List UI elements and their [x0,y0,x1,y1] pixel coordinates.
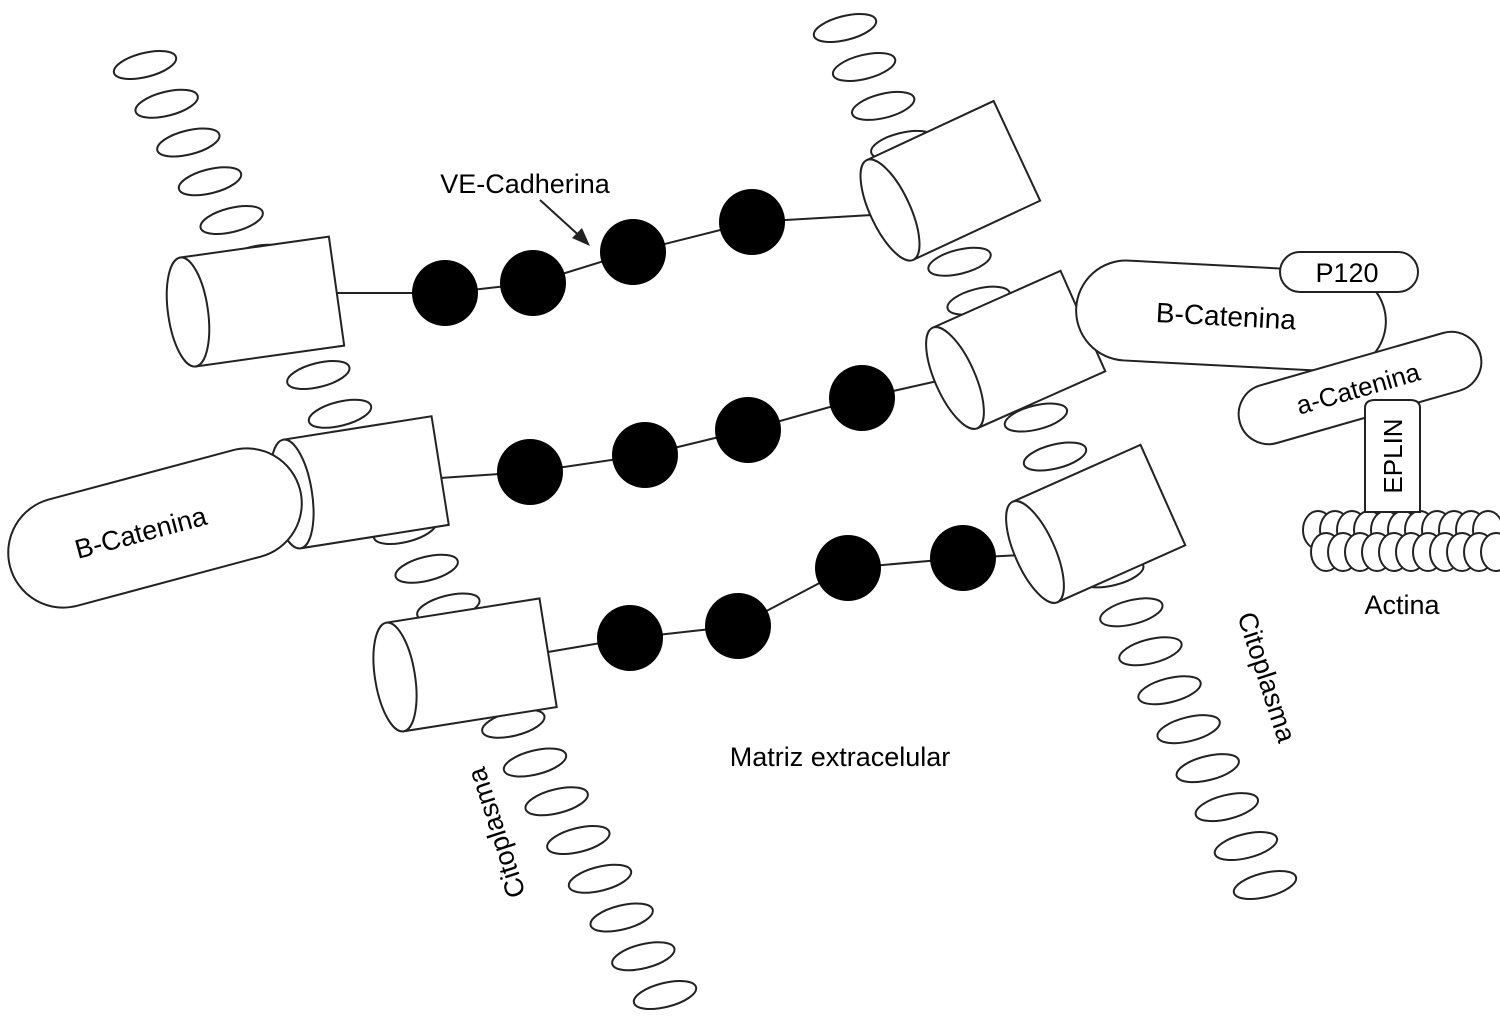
right-membrane-lipid [812,13,878,43]
cadherin-cytoplasmic-cylinder [165,235,346,368]
actina-label: Actina [1364,590,1440,620]
left-membrane-lipid [589,902,654,933]
left-membrane-lipid [177,166,243,197]
p120-label: P120 [1315,258,1378,288]
cadherin-ec-domain [715,397,781,463]
actin-monomer [1480,532,1500,572]
cadherin-ec-domain [612,422,678,488]
right-membrane-lipid [1213,831,1279,862]
arrow-head-icon [572,228,590,246]
eplin-label: EPLIN [1378,418,1408,493]
left-membrane-lipid [286,360,351,390]
cadherin-cytoplasmic-cylinder [1005,443,1187,604]
ve-cadherina-label: VE-Cadherina [440,169,611,199]
left-membrane-lipid [524,786,589,817]
b-catenina-left: B-Catenina [7,447,303,609]
right-membrane-lipid [1232,870,1298,900]
right-membrane-lipid [1003,402,1069,433]
actin-filament [1302,510,1500,572]
eplin: EPLIN [1364,399,1421,513]
left-membrane-lipid [632,980,698,1010]
cadherin-cylinders [165,99,1187,733]
cadherin-ec-domain [497,439,563,505]
cadherin-ec-domain [829,365,895,431]
left-membrane-lipid [307,398,373,429]
cadherin-ec-domain [705,593,771,659]
cadherin-ec-domain [815,535,881,601]
right-membrane-lipid [1156,714,1221,745]
left-membrane-lipid [112,50,178,80]
left-membrane-lipid [611,941,676,972]
right-membrane-lipid [1194,792,1260,823]
citoplasma-right-label: Citoplasma [1231,608,1302,747]
cadherin-strands [335,189,1023,671]
left-membrane-lipid [199,205,264,235]
left-membrane-lipid [546,825,611,855]
right-membrane-lipid [831,51,897,82]
left-membrane-lipid [502,747,568,778]
right-membrane-lipid [927,246,992,277]
right-membrane-lipid [1118,636,1183,667]
left-membrane-lipid [567,863,633,894]
cadherin-ec-domain [412,260,478,326]
right-membrane-lipid [850,90,916,121]
right-membrane-lipid [1022,441,1088,472]
p120: P120 [1279,251,1419,293]
cadherin-ec-domain [600,219,666,285]
cadherin-cytoplasmic-cylinder [372,597,558,733]
left-membrane-lipid [134,88,199,119]
cadherin-ec-domain [597,605,663,671]
cadherin-ec-domain [500,250,566,316]
left-membrane-lipid [394,553,459,584]
cadherin-cytoplasmic-cylinder [925,269,1107,430]
right-membrane-lipid [1137,675,1202,706]
left-membrane-lipid [156,127,221,158]
b-catenina-right-label: B-Catenina [1155,297,1297,335]
citoplasma-left-label: Citoplasma [461,763,532,902]
right-membrane-lipid [1175,753,1240,784]
cadherin-cytoplasmic-cylinder [859,99,1042,262]
cadherin-ec-domain [719,189,785,255]
cadherin-ec-domain [930,525,996,591]
right-membrane-lipid [1099,597,1164,628]
matriz-extracelular-label: Matriz extracelular [730,742,951,772]
